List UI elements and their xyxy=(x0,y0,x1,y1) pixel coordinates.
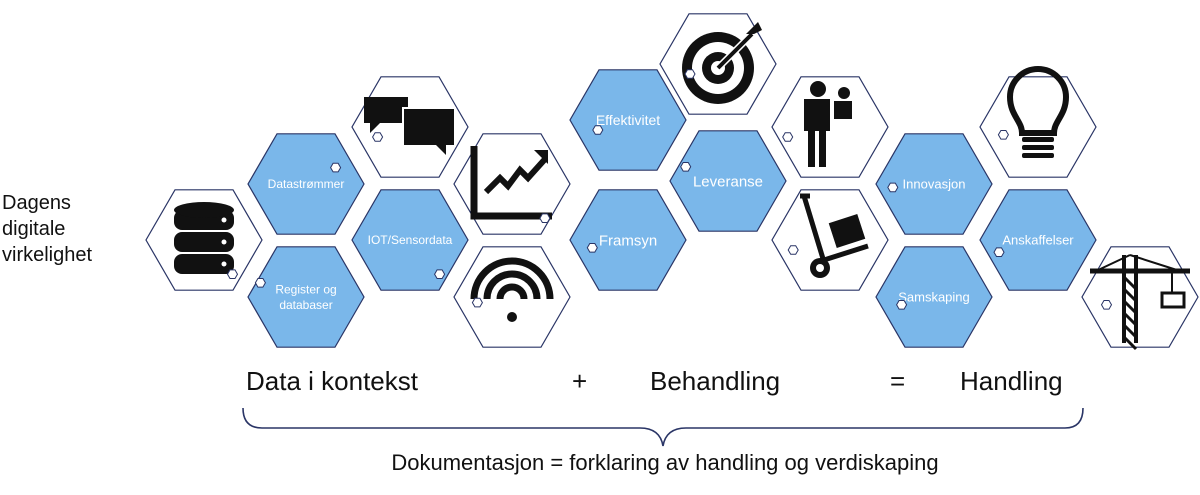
hex-trolley-shape xyxy=(771,189,889,291)
connector-node-icon xyxy=(254,278,266,288)
hex-trend xyxy=(453,133,571,235)
hex-framsyn-shape xyxy=(569,189,687,291)
hex-leveranse-shape xyxy=(669,130,787,232)
hex-innovasjon: Innovasjon xyxy=(875,133,993,235)
hex-anskaffelser-shape xyxy=(979,189,1097,291)
hex-iot-label: IOT/Sensordata xyxy=(368,233,453,247)
trend-chart-icon xyxy=(470,146,552,220)
connector-node-icon xyxy=(434,269,446,279)
hex-register-shape xyxy=(247,246,365,348)
hex-datastrommer-shape xyxy=(247,133,365,235)
curly-brace xyxy=(242,407,1084,447)
hex-iot-shape xyxy=(351,189,469,291)
crane-icon xyxy=(1090,254,1190,351)
hex-chat xyxy=(351,76,469,178)
hex-effektivitet-shape xyxy=(569,69,687,171)
connector-node-icon xyxy=(997,130,1009,140)
hex-leveranse-label: Leveranse xyxy=(693,173,763,190)
side-label-line-2: digitale xyxy=(2,218,66,240)
formula-plus: + xyxy=(572,366,588,396)
formula-process: Behandling xyxy=(650,366,781,396)
hex-target xyxy=(659,13,777,115)
connector-node-icon xyxy=(684,69,696,79)
formula-action: Handling xyxy=(960,366,1063,396)
connector-node-icon xyxy=(993,247,1005,257)
hex-datastrommer-label: Datastrømmer xyxy=(268,177,345,191)
side-label: Dagens digitale virkelighet xyxy=(2,190,142,268)
connector-node-icon xyxy=(372,132,384,142)
hex-innovasjon-shape xyxy=(875,133,993,235)
hex-anskaffelser-label: Anskaffelser xyxy=(1002,233,1074,248)
target-icon xyxy=(682,22,762,104)
hex-database xyxy=(145,189,263,291)
hex-datastrommer: Datastrømmer xyxy=(247,133,365,235)
hex-crane-shape xyxy=(1081,246,1199,348)
connector-node-icon xyxy=(592,125,604,135)
hex-iot: IOT/Sensordata xyxy=(351,189,469,291)
connector-node-icon xyxy=(680,162,692,172)
side-label-line-1: Dagens xyxy=(2,192,71,214)
hex-samskaping-label: Samskaping xyxy=(898,290,970,305)
formula-equals: = xyxy=(890,366,906,396)
connector-node-icon xyxy=(896,300,908,310)
side-label-line-3: virkelighet xyxy=(2,244,93,266)
hand-truck-icon xyxy=(800,193,869,278)
formula-data: Data i kontekst xyxy=(246,366,418,396)
connector-node-icon xyxy=(787,245,799,255)
connector-node-icon xyxy=(887,182,899,193)
connector-node-icon xyxy=(539,213,551,223)
wifi-icon xyxy=(470,257,554,322)
lightbulb-icon xyxy=(1006,66,1070,158)
hex-framsyn: Framsyn xyxy=(569,189,687,291)
hex-family xyxy=(771,76,889,178)
database-icon xyxy=(174,202,234,274)
connector-node-icon xyxy=(226,269,239,279)
hex-framsyn-label: Framsyn xyxy=(599,232,657,249)
parent-child-icon xyxy=(804,81,852,167)
hex-anskaffelser: Anskaffelser xyxy=(979,189,1097,291)
hex-bulb-shape xyxy=(979,76,1097,178)
hex-samskaping: Samskaping xyxy=(875,246,993,348)
connector-node-icon xyxy=(782,132,794,142)
hex-wifi xyxy=(453,246,571,348)
connector-node-icon xyxy=(471,297,483,308)
hex-leveranse: Leveranse xyxy=(669,130,787,232)
chat-bubbles-icon xyxy=(364,97,456,159)
hex-effektivitet: Effektivitet xyxy=(569,69,687,171)
hex-samskaping-shape xyxy=(875,246,993,348)
hex-crane xyxy=(1081,246,1199,351)
footer-text: Dokumentasjon = forklaring av handling o… xyxy=(391,450,939,475)
connector-node-icon xyxy=(586,243,598,253)
hex-innovasjon-label: Innovasjon xyxy=(903,177,966,192)
connector-node-icon xyxy=(1100,300,1113,310)
hex-effektivitet-label: Effektivitet xyxy=(596,112,660,128)
hex-trolley xyxy=(771,189,889,291)
connector-node-icon xyxy=(330,162,342,173)
hex-bulb xyxy=(979,66,1097,178)
